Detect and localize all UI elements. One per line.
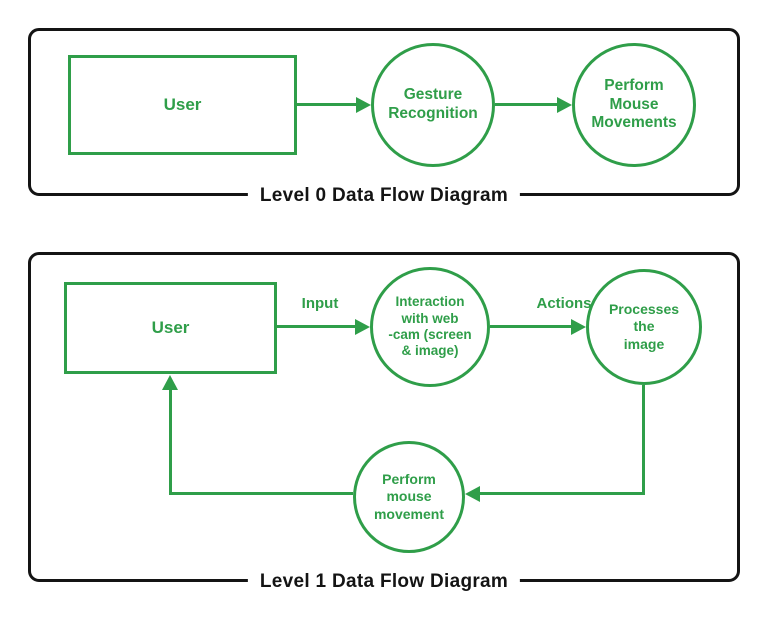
level0-arrow-gesture-to-mouse-line	[495, 103, 557, 106]
level1-processes-image-circle: Processes the image	[586, 269, 702, 385]
level1-webcam-interaction-label: Interaction with web -cam (screen & imag…	[388, 294, 472, 359]
level1-connector-mouse-up-line	[169, 390, 172, 495]
arrow-up-icon	[162, 375, 178, 390]
level1-webcam-interaction-circle: Interaction with web -cam (screen & imag…	[370, 267, 490, 387]
level1-connector-mouse-left-line	[169, 492, 353, 495]
level1-title: Level 1 Data Flow Diagram	[247, 571, 521, 593]
level1-processes-image-label: Processes the image	[608, 301, 680, 352]
level1-arrow-user-to-webcam-line	[277, 325, 356, 328]
level1-actions-flow-label: Actions	[536, 295, 592, 312]
level1-connector-process-left-line	[479, 492, 645, 495]
level0-panel: User Gesture Recognition Perform Mouse M…	[28, 28, 740, 207]
level1-panel: User Input Interaction with web -cam (sc…	[28, 252, 740, 593]
level0-gesture-recognition-label: Gesture Recognition	[388, 86, 478, 122]
level0-user-box: User	[68, 55, 297, 155]
level1-user-label: User	[151, 318, 190, 337]
level1-perform-mouse-circle: Perform mouse movement	[353, 441, 465, 553]
arrow-right-icon	[571, 319, 586, 335]
level1-user-box: User	[64, 282, 277, 374]
level0-perform-mouse-circle: Perform Mouse Movements	[572, 43, 696, 167]
level0-arrow-user-to-gesture-line	[297, 103, 357, 106]
level1-input-flow-label: Input	[301, 295, 339, 312]
level1-connector-process-down-line	[642, 385, 645, 495]
level0-user-label: User	[163, 95, 202, 114]
level0-title: Level 0 Data Flow Diagram	[247, 185, 521, 207]
arrow-right-icon	[557, 97, 572, 113]
level0-gesture-recognition-circle: Gesture Recognition	[371, 43, 495, 167]
level0-perform-mouse-label: Perform Mouse Movements	[591, 76, 677, 132]
level1-arrow-webcam-to-process-line	[490, 325, 571, 328]
level1-perform-mouse-label: Perform mouse movement	[373, 471, 445, 522]
arrow-right-icon	[355, 319, 370, 335]
arrow-left-icon	[465, 486, 480, 502]
arrow-right-icon	[356, 97, 371, 113]
